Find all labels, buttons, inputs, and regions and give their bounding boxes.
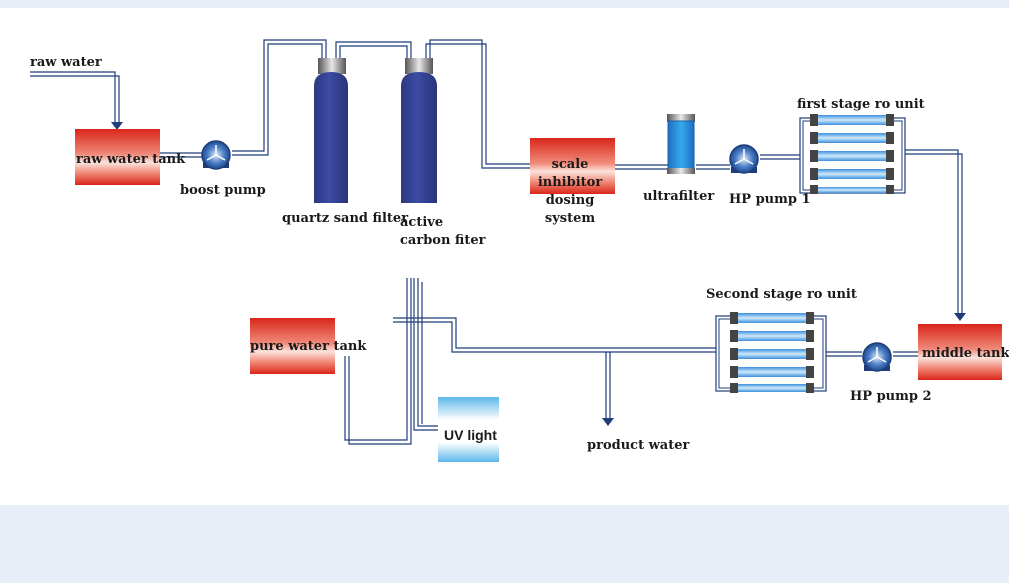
pure-water-tank — [250, 318, 335, 374]
label-pure-water-tank: pure water tank — [250, 339, 367, 354]
flow-arrows — [111, 122, 966, 426]
label-uv-light: UV light — [444, 427, 497, 443]
label-second-stage-ro: Second stage ro unit — [706, 287, 857, 302]
label-middle-tank: middle tank — [922, 346, 1009, 361]
second-stage-ro-unit — [715, 312, 827, 393]
label-scale-inhibitor: scale inhibitor dosing system — [537, 157, 603, 226]
uv-light-unit — [438, 397, 499, 462]
label-ultrafilter: ultrafilter — [643, 189, 715, 204]
middle-tank — [918, 324, 1002, 380]
quartz-sand-filter-vessel — [314, 58, 348, 203]
label-quartz-sand-filter: quartz sand filter — [282, 211, 409, 226]
first-stage-ro-unit — [799, 114, 906, 194]
scale-inhibitor-tank — [530, 138, 615, 194]
label-hp-pump-1: HP pump 1 — [729, 192, 811, 207]
hp-pump-1-icon — [729, 144, 759, 174]
diagram-background — [0, 8, 1009, 505]
active-carbon-filter-vessel — [401, 58, 437, 203]
label-hp-pump-2: HP pump 2 — [850, 389, 932, 404]
hp-pump-2-icon — [862, 342, 892, 372]
raw-water-tank — [75, 129, 160, 185]
label-raw-water: raw water — [30, 55, 102, 70]
label-raw-water-tank: raw water tank — [76, 152, 186, 167]
boost-pump-icon — [201, 140, 231, 170]
label-boost-pump: boost pump — [180, 183, 266, 198]
label-active-carbon-filter: active carbon fiter — [400, 215, 486, 248]
ultrafilter-vessel — [667, 114, 695, 174]
label-first-stage-ro: first stage ro unit — [797, 97, 925, 112]
label-product-water: product water — [587, 438, 690, 453]
pipes — [30, 39, 963, 445]
